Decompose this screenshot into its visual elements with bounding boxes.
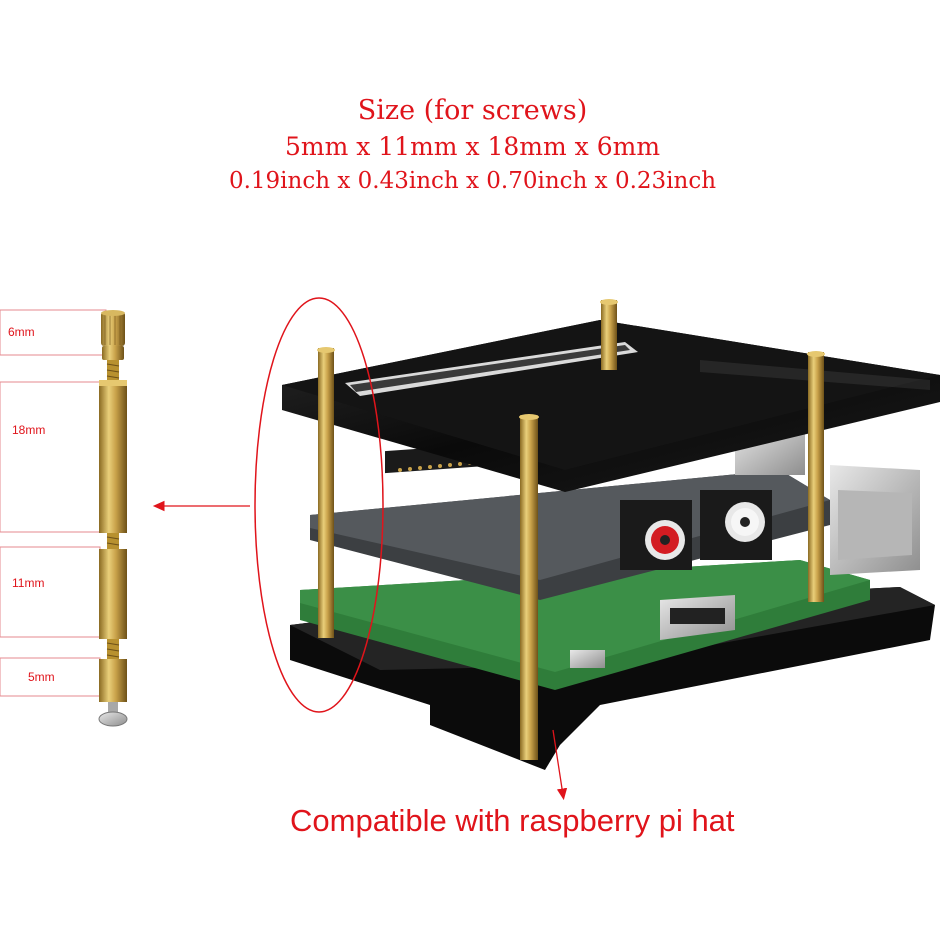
- annotation-overlay: [152, 297, 568, 801]
- standoff-dimension-diagram: 6mm 18mm 11mm 5mm: [0, 309, 128, 727]
- arrow-to-caption: [552, 729, 568, 801]
- highlight-ellipse: [254, 297, 384, 713]
- dim-label-11mm: 11mm: [12, 576, 44, 590]
- size-title: Size (for screws) 5mm x 11mm x 18mm x 6m…: [0, 92, 945, 198]
- raspberry-pi-case-stack: [282, 299, 940, 770]
- dim-box-18mm: [0, 381, 101, 533]
- brass-posts: [317, 299, 825, 760]
- rca-jack-white: [700, 490, 772, 560]
- micro-usb-port: [570, 650, 605, 668]
- compatibility-caption: Compatible with raspberry pi hat: [290, 803, 735, 838]
- brass-standoff-stack: [98, 310, 128, 727]
- dim-label-6mm: 6mm: [8, 325, 35, 339]
- size-title-line-inch: 0.19inch x 0.43inch x 0.70inch x 0.23inc…: [228, 168, 717, 194]
- dim-label-5mm: 5mm: [28, 670, 55, 684]
- dim-box-11mm: [0, 546, 101, 638]
- rca-jack-red: [620, 500, 692, 570]
- size-title-line-mm: 5mm x 11mm x 18mm x 6mm: [284, 132, 661, 161]
- size-title-line-1: Size (for screws): [357, 95, 588, 126]
- dim-label-18mm: 18mm: [12, 423, 45, 437]
